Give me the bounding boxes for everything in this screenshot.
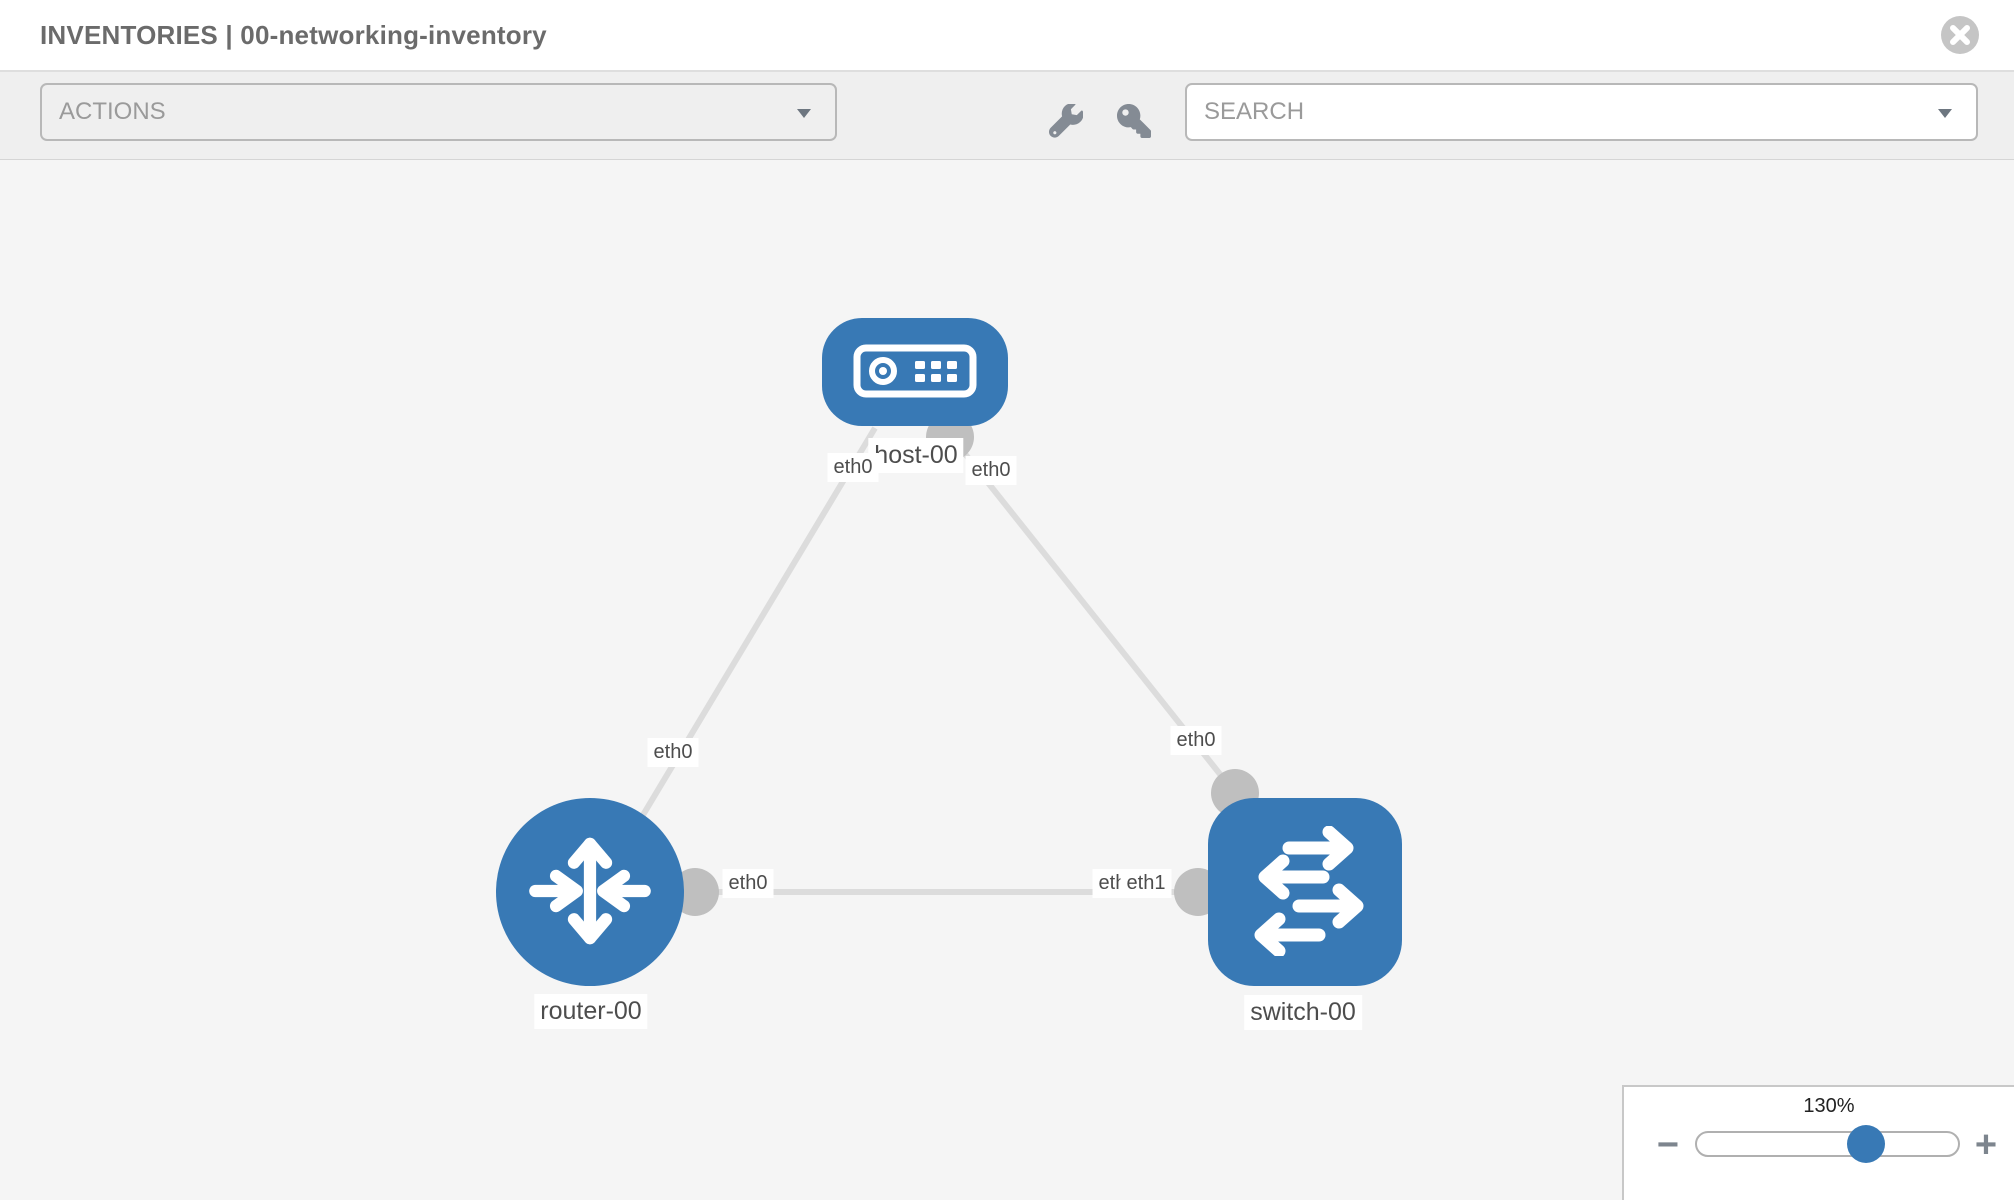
topology-links xyxy=(640,426,1238,895)
interface-label-mid-switch-front: eth1 xyxy=(1120,869,1172,898)
node-host-00[interactable] xyxy=(822,318,1008,426)
zoom-slider-handle[interactable] xyxy=(1847,1125,1885,1163)
chevron-down-icon xyxy=(1938,109,1952,118)
node-switch-00[interactable] xyxy=(1208,798,1402,986)
switch-icon xyxy=(1238,825,1372,959)
node-router-00[interactable] xyxy=(496,798,684,986)
search-dropdown[interactable]: SEARCH xyxy=(1185,83,1978,141)
actions-dropdown-label: ACTIONS xyxy=(59,98,166,125)
node-label-router: router-00 xyxy=(534,994,648,1029)
chevron-down-icon xyxy=(797,109,811,118)
topology-canvas[interactable]: host-00 eth0 eth0 eth0 eth0 eth0 eth0 et… xyxy=(0,160,2014,1200)
host-icon xyxy=(853,344,977,401)
node-label-host: host-00 xyxy=(868,438,964,473)
toolbar: ACTIONS SEARCH xyxy=(0,72,2014,160)
zoom-out-button[interactable]: − xyxy=(1646,1123,1690,1167)
interface-label-host-right: eth0 xyxy=(965,456,1017,485)
tools-button[interactable] xyxy=(1044,99,1088,143)
interface-label-switch-link: eth0 xyxy=(1170,726,1222,755)
actions-dropdown[interactable]: ACTIONS xyxy=(40,83,837,141)
search-dropdown-label: SEARCH xyxy=(1204,98,1305,125)
router-icon xyxy=(524,825,656,960)
interface-label-mid-router: eth0 xyxy=(722,869,774,898)
interface-label-host-left: eth0 xyxy=(827,453,879,482)
close-button[interactable] xyxy=(1941,16,1979,54)
zoom-slider[interactable] xyxy=(1695,1125,1960,1163)
page-title: INVENTORIES | 00-networking-inventory xyxy=(40,20,547,50)
wrench-icon xyxy=(1044,104,1088,138)
close-icon xyxy=(1941,16,1979,57)
zoom-in-button[interactable]: + xyxy=(1964,1123,2008,1167)
key-icon xyxy=(1112,104,1156,138)
zoom-panel: 130% − + xyxy=(1622,1085,2014,1200)
node-label-switch: switch-00 xyxy=(1244,995,1362,1030)
window-header: INVENTORIES | 00-networking-inventory xyxy=(0,0,2014,72)
key-button[interactable] xyxy=(1112,99,1156,143)
zoom-level: 130% xyxy=(1803,1095,1855,1117)
interface-label-router-link: eth0 xyxy=(647,738,699,767)
